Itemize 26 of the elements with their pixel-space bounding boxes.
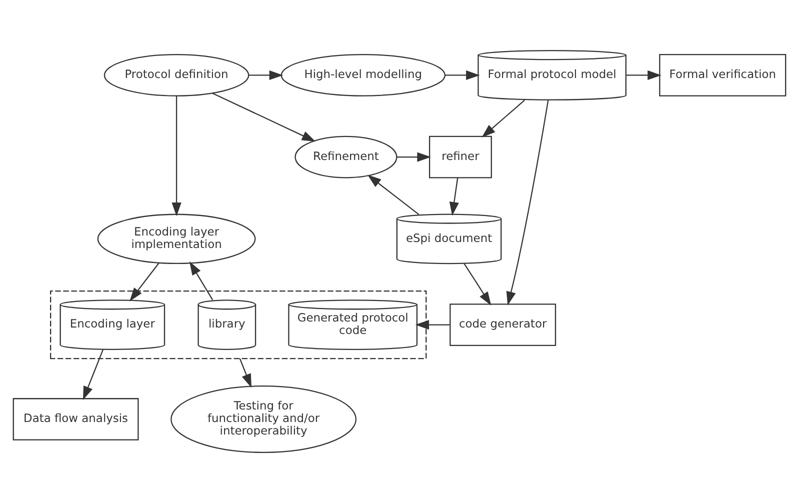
arrow bbox=[626, 70, 662, 80]
arrow bbox=[189, 260, 214, 300]
node-ellipse: Refinement bbox=[294, 135, 398, 178]
node-ellipse: Encoding layer implementation bbox=[97, 213, 256, 264]
node-box: Formal verification bbox=[659, 54, 786, 96]
arrow bbox=[449, 177, 459, 216]
node-ellipse: Testing for functionality and/or interoperability bbox=[170, 384, 357, 452]
arrow bbox=[239, 358, 252, 388]
node-ellipse: High-level modelling bbox=[280, 54, 446, 96]
node-ellipse: Protocol definition bbox=[104, 54, 250, 96]
arrow bbox=[248, 70, 284, 80]
arrow bbox=[482, 99, 525, 137]
arrow bbox=[82, 348, 104, 400]
node-box: refiner bbox=[428, 135, 492, 178]
arrow bbox=[415, 319, 450, 330]
node-box: Data flow analysis bbox=[12, 398, 139, 440]
cluster bbox=[50, 290, 427, 359]
arrow bbox=[172, 95, 182, 216]
arrow bbox=[464, 262, 492, 306]
node-box: code generator bbox=[450, 303, 556, 346]
arrow bbox=[130, 262, 160, 301]
arrow bbox=[445, 70, 480, 80]
arrow bbox=[212, 92, 316, 142]
arrow bbox=[367, 174, 420, 214]
arrow bbox=[396, 152, 431, 162]
arrow bbox=[506, 99, 549, 305]
